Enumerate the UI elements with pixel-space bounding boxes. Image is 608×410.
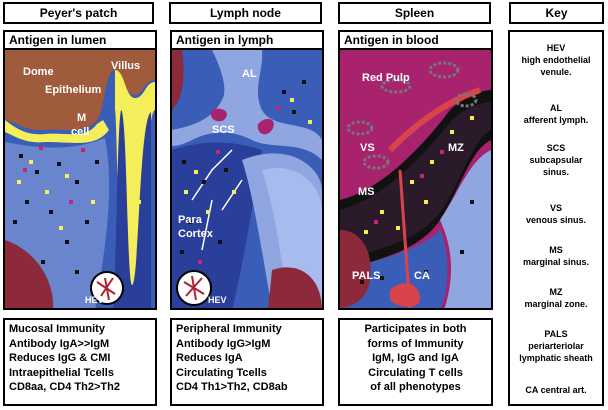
header-lymph-node: Lymph node	[169, 2, 322, 24]
label-epithelium: Epithelium	[45, 84, 102, 96]
lymph-desc-line: Circulating Tcells	[176, 366, 267, 379]
lymph-desc-line: Peripheral Immunity	[176, 323, 282, 335]
label-m: M	[77, 112, 87, 124]
spleen-illustration	[340, 50, 491, 308]
header-key: Key	[509, 2, 604, 24]
spleen-subtitle: Antigen in blood	[340, 32, 491, 50]
key-entry-pals: PALS periarteriolar lymphatic sheath	[510, 328, 602, 364]
key-entry-vs: VS venous sinus.	[510, 202, 602, 226]
header-peyers-patch: Peyer's patch	[3, 2, 154, 24]
key-desc: sinus.	[542, 167, 569, 177]
key-entry-scs: SCS subcapsular sinus.	[510, 142, 602, 178]
key-desc: subcapsular	[529, 155, 583, 165]
label-pals: PALS	[352, 270, 381, 282]
key-desc: CA central art.	[525, 385, 587, 395]
key-desc: afferent lymph.	[523, 115, 589, 125]
key-abbr: MS	[549, 245, 563, 255]
label-cell: cell	[71, 126, 90, 138]
peyers-desc-line: Antibody IgA>>IgM	[9, 337, 110, 350]
key-abbr: HEV	[546, 43, 566, 53]
header-spleen: Spleen	[338, 2, 491, 24]
key-abbr: AL	[550, 103, 562, 113]
key-desc: high endothelial	[521, 55, 591, 65]
label-para: Para	[178, 214, 202, 226]
label-villus: Villus	[111, 60, 141, 72]
peyers-desc-line: CD8aa, CD4 Th2>Th2	[9, 381, 120, 393]
key-desc: venous sinus.	[525, 215, 587, 225]
spleen-panel: Antigen in blood Red Pulp VS MZ MS PALS	[338, 30, 493, 310]
key-legend: HEV high endothelial venule. AL afferent…	[508, 30, 604, 406]
spleen-desc-line: Participates in both	[364, 323, 467, 335]
label-hev-lymph: HEV	[208, 295, 227, 305]
peyers-description: Mucosal Immunity Antibody IgA>>IgM Reduc…	[3, 318, 157, 406]
spleen-description: Participates in both forms of Immunity I…	[338, 318, 493, 406]
key-entry-ca: CA central art.	[510, 384, 602, 396]
lymph-desc-line: Reduces IgA	[176, 352, 243, 364]
lymph-subtitle: Antigen in lymph	[172, 32, 322, 50]
label-ca: CA	[414, 270, 430, 282]
label-vs: VS	[360, 142, 375, 154]
label-mz: MZ	[448, 142, 464, 154]
key-abbr: VS	[549, 203, 562, 213]
key-entry-hev: HEV high endothelial venule.	[510, 42, 602, 78]
lymph-description: Peripheral Immunity Antibody IgG>IgM Red…	[170, 318, 324, 406]
label-al: AL	[242, 68, 257, 80]
spleen-desc-line: forms of Immunity	[367, 337, 464, 350]
key-entry-mz: MZ marginal zone.	[510, 286, 602, 310]
peyers-desc-line: Reduces IgG & CMI	[9, 352, 111, 364]
peyers-desc-line: Intraepithelial Tcells	[9, 366, 114, 379]
label-ms: MS	[358, 186, 375, 198]
key-abbr: PALS	[544, 329, 568, 339]
peyers-subtitle: Antigen in lumen	[5, 32, 155, 50]
spleen-desc-line: IgM, IgG and IgA	[372, 352, 459, 364]
key-abbr: MZ	[549, 287, 563, 297]
label-red-pulp: Red Pulp	[362, 72, 410, 84]
label-scs: SCS	[212, 124, 235, 136]
peyers-patch-illustration	[5, 50, 155, 308]
key-desc: marginal zone.	[524, 299, 588, 309]
key-desc: periarteriolar	[528, 341, 584, 351]
label-cortex: Cortex	[178, 228, 213, 240]
key-entry-ms: MS marginal sinus.	[510, 244, 602, 268]
key-desc: venule.	[540, 67, 572, 77]
spleen-desc-line: of all phenotypes	[370, 381, 461, 393]
spleen-desc-line: Circulating T cells	[368, 366, 463, 379]
peyers-patch-panel: Antigen in lumen Dome Villus Epithelium …	[3, 30, 157, 310]
peyers-desc-line: Mucosal Immunity	[9, 323, 105, 335]
lymph-node-panel: Antigen in lymph AL SCS Para Cortex HEV	[170, 30, 324, 310]
label-dome: Dome	[23, 66, 54, 78]
lymph-desc-line: Antibody IgG>IgM	[176, 337, 271, 350]
key-desc: lymphatic sheath	[519, 353, 593, 363]
lymph-node-illustration	[172, 50, 322, 308]
label-hev-peyers: HEV	[85, 295, 104, 305]
lymph-desc-line: CD4 Th1>Th2, CD8ab	[176, 381, 288, 393]
key-desc: marginal sinus.	[522, 257, 590, 267]
key-abbr: SCS	[546, 143, 566, 153]
key-entry-al: AL afferent lymph.	[510, 102, 602, 126]
